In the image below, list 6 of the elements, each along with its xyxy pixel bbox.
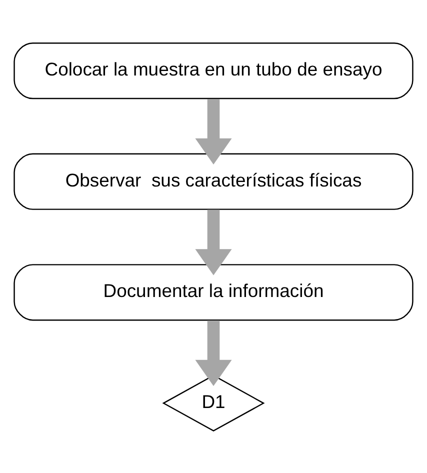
node-box: Colocar la muestra en un tubo de ensayo	[14, 42, 414, 99]
arrow	[195, 320, 232, 386]
node-box: Observar sus características físicas	[14, 152, 414, 210]
node-box: Documentar la información	[14, 264, 414, 320]
arrow	[195, 98, 232, 164]
arrow	[195, 209, 232, 275]
